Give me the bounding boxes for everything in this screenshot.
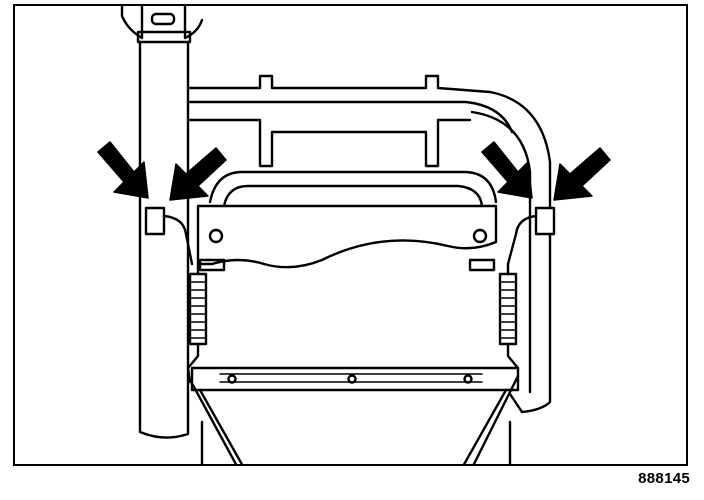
diagonal-struts bbox=[186, 374, 520, 464]
left-frame-tube bbox=[120, 6, 204, 439]
tension-spring-right bbox=[498, 262, 520, 384]
callout-arrows bbox=[97, 141, 611, 201]
seat-mechanism-drawing bbox=[97, 6, 611, 464]
mounting-bracket-right bbox=[468, 206, 556, 272]
mounting-bracket-left bbox=[144, 206, 226, 272]
right-frame-tube bbox=[470, 90, 552, 414]
lower-crossbar bbox=[190, 366, 520, 392]
callout-arrow-1 bbox=[97, 141, 149, 199]
handle-loop bbox=[208, 170, 498, 208]
panel-rivet-right bbox=[472, 228, 488, 244]
figure-id-label: 888145 bbox=[638, 470, 690, 487]
callout-arrow-4 bbox=[553, 147, 611, 201]
callout-arrow-3 bbox=[481, 141, 533, 199]
technical-illustration-frame bbox=[13, 4, 688, 466]
seat-back-panel bbox=[196, 204, 498, 269]
callout-arrow-2 bbox=[169, 147, 227, 201]
panel-rivet-left bbox=[208, 228, 224, 244]
tension-spring-left bbox=[186, 262, 208, 384]
upper-crossbar bbox=[188, 74, 514, 168]
